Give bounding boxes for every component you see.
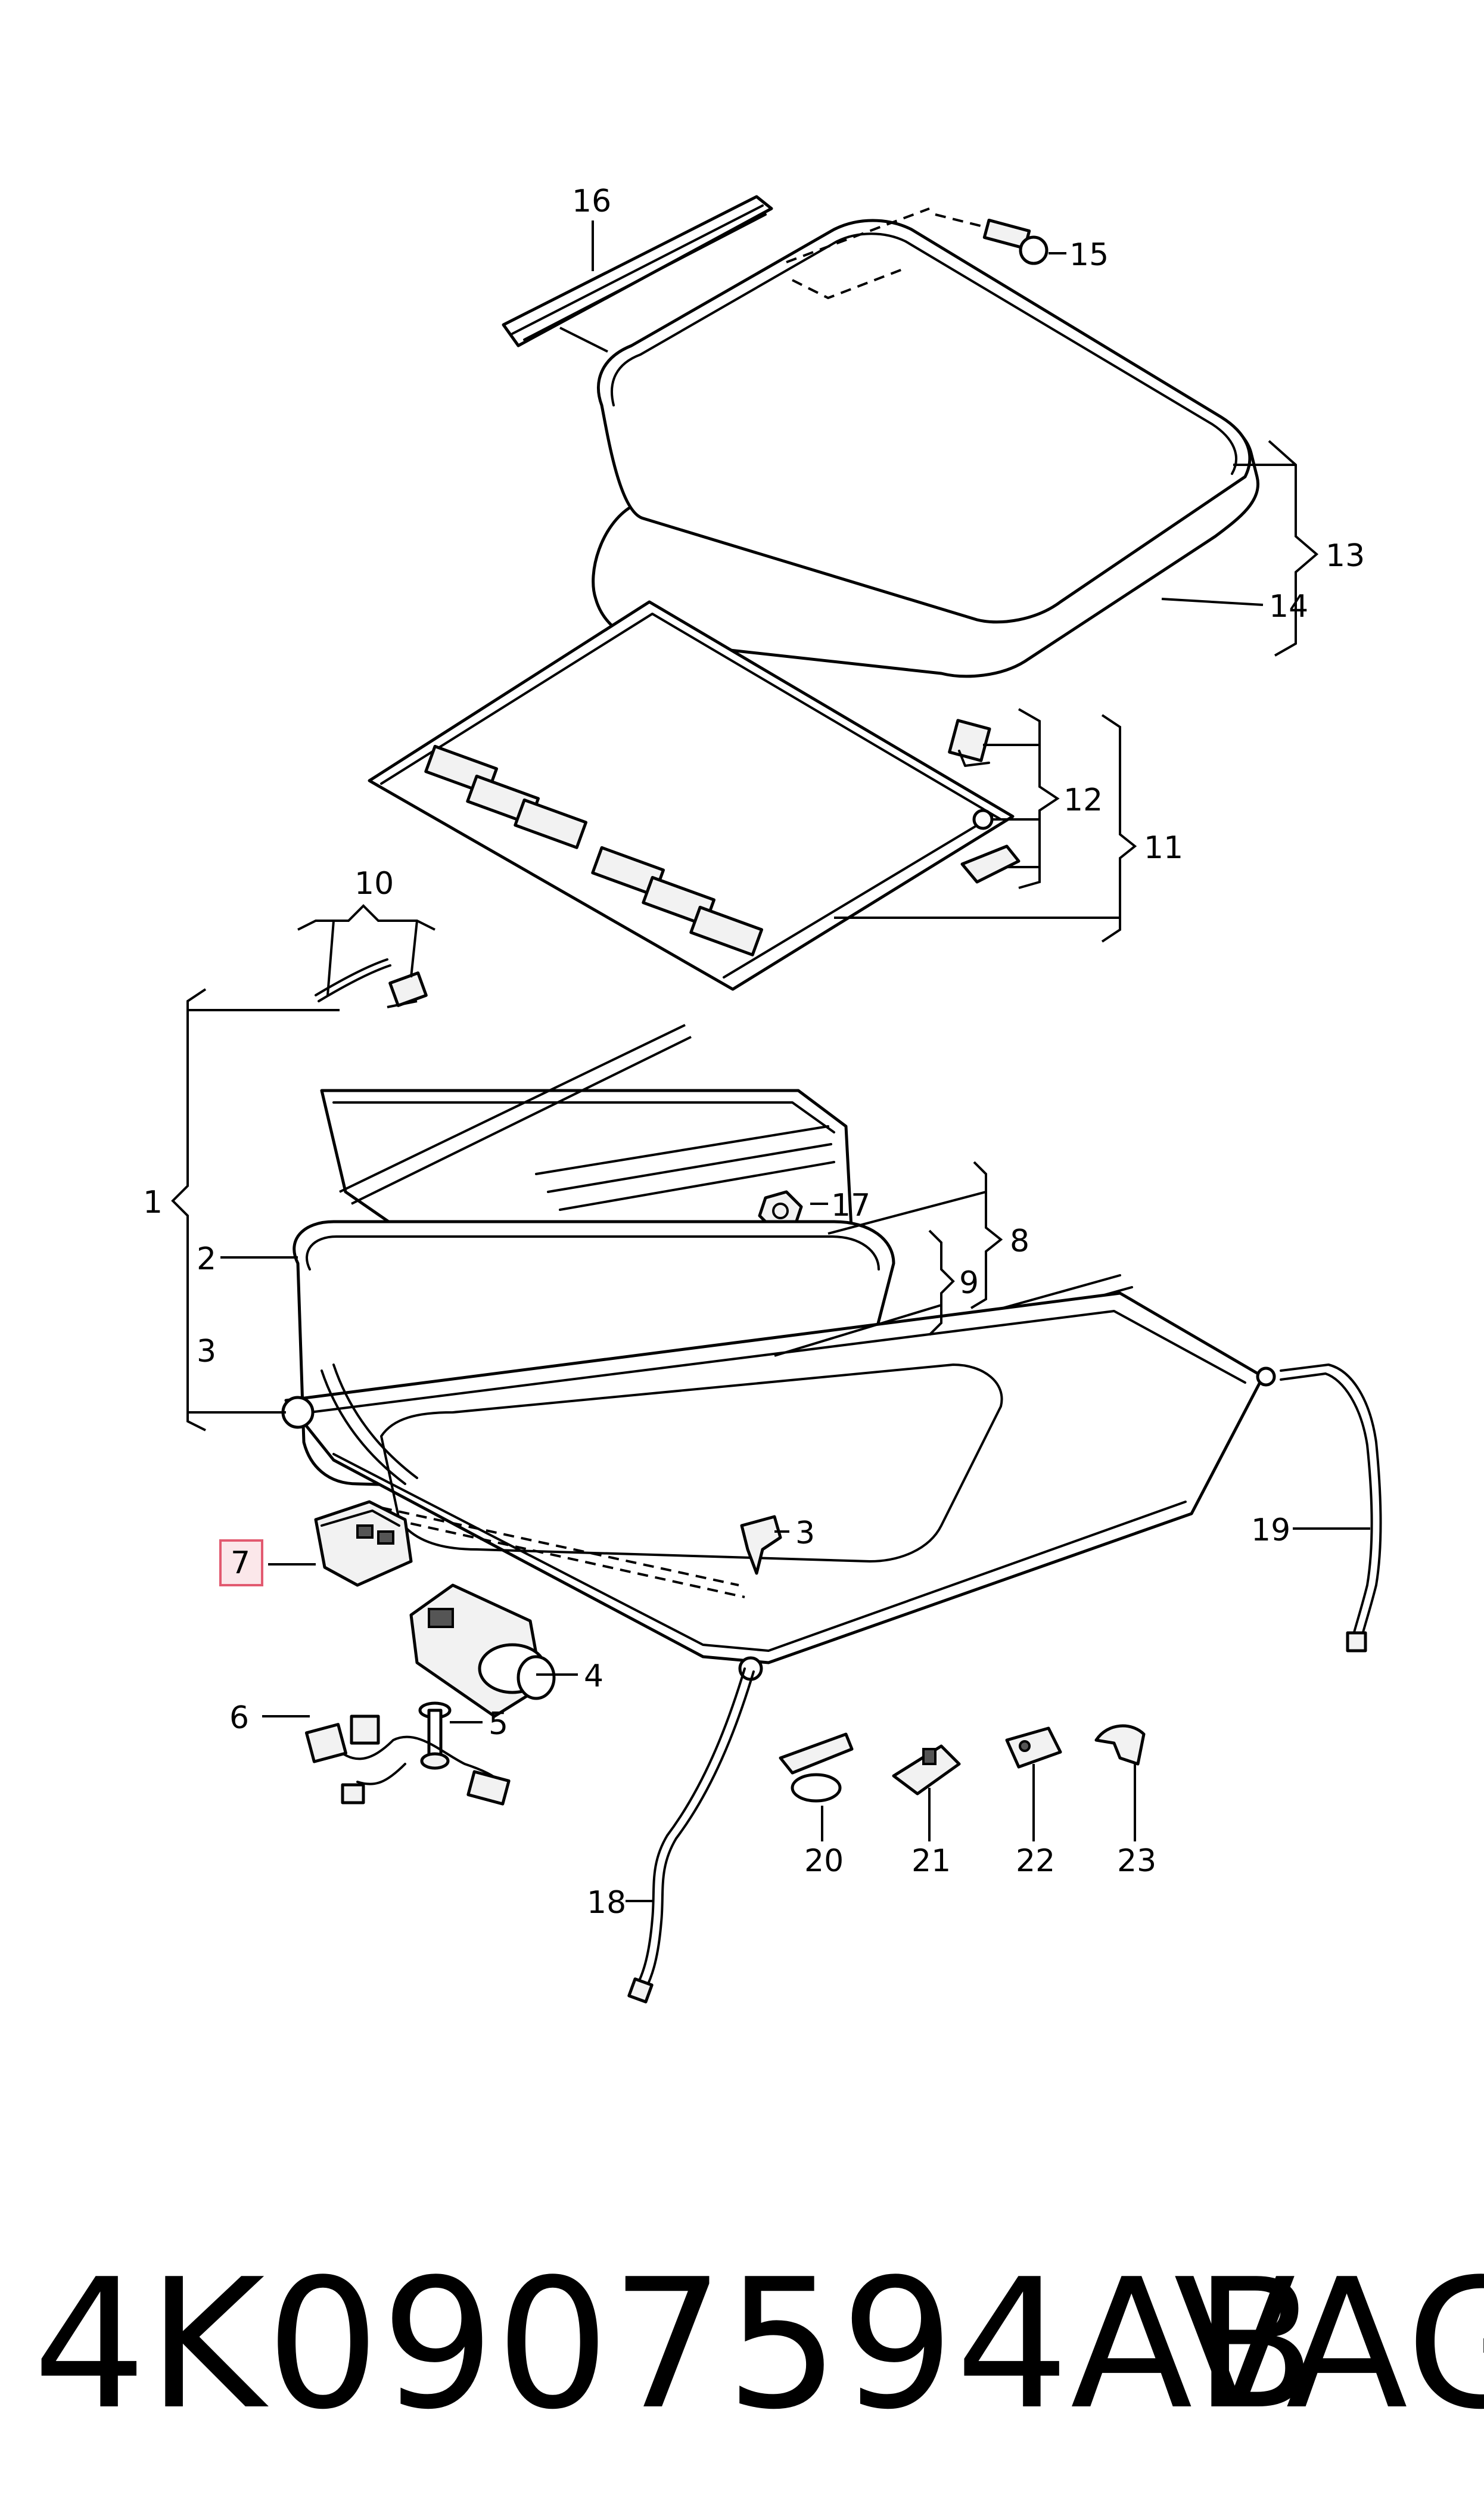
part-18-drain-hose <box>627 1667 755 2004</box>
part-19-drain-hose <box>1280 1363 1382 1653</box>
callout-labels: 16 15 13 14 12 11 10 1 2 3 17 8 9 3 7 19… <box>143 184 1365 1921</box>
callout-7: 7 <box>231 1545 250 1581</box>
part-11-sunshade <box>368 600 1015 991</box>
callout-3-frame: 3 <box>197 1334 216 1369</box>
part-10-drain-parts <box>315 958 428 1008</box>
callout-11: 11 <box>1144 830 1183 866</box>
footer-caption: 4K0907594AB VAG <box>33 2241 1484 2449</box>
callout-14: 14 <box>1269 589 1308 625</box>
part-15-bolt <box>935 213 1066 265</box>
part-23-clip <box>1094 1724 1146 1766</box>
part-number: 4K0907594AB <box>33 2241 1318 2449</box>
callout-5: 5 <box>489 1706 508 1742</box>
callout-18: 18 <box>587 1885 626 1921</box>
part-14-glass-seal <box>596 207 1252 624</box>
callout-9: 9 <box>959 1265 979 1301</box>
part-16-deflector <box>502 195 773 347</box>
brand-name: VAG <box>1174 2241 1484 2449</box>
part-22-clip <box>1005 1726 1062 1769</box>
callout-3-clip: 3 <box>795 1515 815 1551</box>
part-3-clip <box>740 1515 782 1575</box>
callout-15: 15 <box>1069 237 1109 273</box>
part-5-screw <box>418 1701 452 1770</box>
callout-4: 4 <box>584 1658 603 1694</box>
part-20-clip <box>779 1732 854 1803</box>
callout-1: 1 <box>143 1185 163 1220</box>
callout-7-highlight <box>219 1539 263 1586</box>
callout-21: 21 <box>911 1843 951 1879</box>
callout-23: 23 <box>1117 1843 1156 1879</box>
callout-12: 12 <box>1063 782 1103 818</box>
part-3-main-frame <box>281 1291 1276 1681</box>
callout-2: 2 <box>197 1241 216 1277</box>
leader-lines <box>171 220 1370 1902</box>
callout-16: 16 <box>572 184 611 219</box>
part-6-wiring-harness <box>304 1714 511 1806</box>
callout-22: 22 <box>1016 1843 1055 1879</box>
sunroof-exploded-diagram: 16 15 13 14 12 11 10 1 2 3 17 8 9 3 7 19… <box>143 184 1382 2004</box>
callout-17: 17 <box>831 1188 870 1223</box>
callout-20: 20 <box>804 1843 844 1879</box>
part-7-control-module <box>314 1500 413 1587</box>
part-21-clip <box>892 1744 961 1796</box>
callout-10: 10 <box>354 866 394 902</box>
callout-19: 19 <box>1251 1512 1290 1548</box>
callout-13: 13 <box>1326 538 1365 574</box>
callout-8: 8 <box>1010 1223 1029 1259</box>
callout-6: 6 <box>229 1700 249 1736</box>
part-4-motor <box>409 1583 556 1718</box>
